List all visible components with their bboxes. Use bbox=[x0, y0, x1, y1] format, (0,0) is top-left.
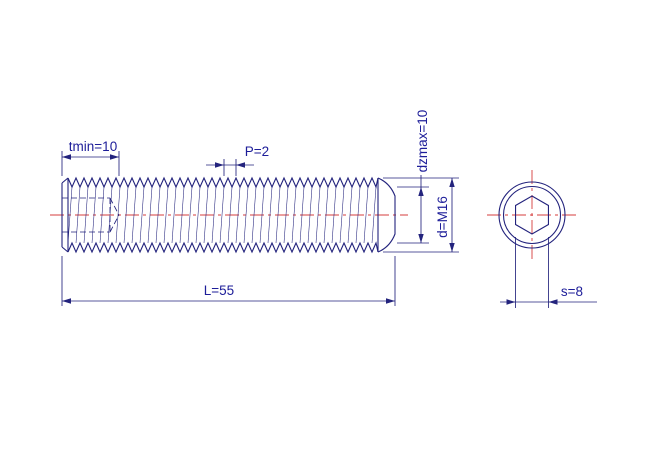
thread-flank-line bbox=[283, 186, 289, 244]
thread-flank-line bbox=[131, 186, 137, 244]
dimension-labels: tmin=10 P=2 dzmax=10 d=M16 L=55 s=8 bbox=[69, 110, 583, 299]
thread-flank-line bbox=[171, 186, 177, 244]
thread-flank-line bbox=[291, 186, 297, 244]
thread-flank-line bbox=[203, 186, 209, 244]
thread-flank-line bbox=[307, 186, 313, 244]
dim-label-tmin: tmin=10 bbox=[69, 139, 117, 154]
centerlines bbox=[50, 170, 577, 260]
thread-flank-line bbox=[123, 186, 129, 244]
left-chamfer bbox=[61, 177, 69, 253]
thread-flank-line bbox=[179, 186, 185, 244]
dimension-lines bbox=[61, 151, 597, 308]
dimension-arrow bbox=[418, 234, 424, 243]
thread-flank-line bbox=[267, 186, 273, 244]
thread-flank-line bbox=[275, 186, 281, 244]
thread-flank-line bbox=[67, 186, 73, 244]
dim-label-pitch: P=2 bbox=[245, 144, 269, 159]
thread-flank-line bbox=[155, 186, 161, 244]
thread-flank-line bbox=[323, 186, 329, 244]
dimension-arrow bbox=[386, 298, 395, 304]
thread-flank-line bbox=[139, 186, 145, 244]
dimension-arrow bbox=[236, 162, 245, 168]
thread-crest-bottom bbox=[67, 241, 379, 254]
thread-flank-line bbox=[115, 186, 121, 244]
dimension-arrow bbox=[506, 299, 516, 305]
dim-label-length: L=55 bbox=[204, 283, 234, 298]
thread-flank-line bbox=[243, 186, 249, 244]
thread-flank-line bbox=[107, 186, 113, 244]
dimension-arrow bbox=[449, 178, 455, 187]
thread-crest-top bbox=[67, 176, 379, 189]
thread-flank-line bbox=[355, 186, 361, 244]
dim-label-d: d=M16 bbox=[435, 196, 450, 238]
thread-flank-line bbox=[259, 186, 265, 244]
thread-flank-line bbox=[315, 186, 321, 244]
thread-flank-line bbox=[299, 186, 305, 244]
thread-flank-line bbox=[211, 186, 217, 244]
thread-flank-line bbox=[347, 186, 353, 244]
thread-flank-line bbox=[251, 186, 257, 244]
thread-flank-line bbox=[227, 186, 233, 244]
end-view-screw bbox=[498, 181, 566, 249]
dimension-arrow bbox=[110, 154, 119, 160]
dim-label-dzmax: dzmax=10 bbox=[415, 110, 430, 173]
dimension-arrow bbox=[62, 154, 71, 160]
thread-flank-line bbox=[163, 186, 169, 244]
chamfer-circle bbox=[502, 185, 562, 245]
hex-socket bbox=[514, 195, 550, 235]
thread-flank-line bbox=[147, 186, 153, 244]
hidden-socket-lines bbox=[62, 197, 120, 233]
dimension-arrow bbox=[418, 187, 424, 196]
dimension-arrow bbox=[548, 299, 558, 305]
socket-hidden-lines bbox=[62, 197, 120, 233]
side-view-screw bbox=[61, 176, 396, 254]
dimension-arrow bbox=[215, 162, 224, 168]
thread-flank-line bbox=[83, 186, 89, 244]
dimension-arrow bbox=[449, 243, 455, 252]
thread-flank-line bbox=[371, 186, 377, 244]
right-end-chamfer bbox=[377, 177, 396, 253]
dim-label-s: s=8 bbox=[561, 284, 583, 299]
thread-flank-line bbox=[187, 186, 193, 244]
thread-flank-line bbox=[99, 186, 105, 244]
dimension-arrow bbox=[62, 298, 71, 304]
outer-diameter-circle bbox=[498, 181, 566, 249]
thread-flank-line bbox=[363, 186, 369, 244]
thread-flank-line bbox=[235, 186, 241, 244]
thread-flank-line bbox=[75, 186, 81, 244]
thread-flank-line bbox=[339, 186, 345, 244]
thread-flank-line bbox=[195, 186, 201, 244]
thread-flank-line bbox=[91, 186, 97, 244]
thread-flank-line bbox=[219, 186, 225, 244]
thread-flank-line bbox=[331, 186, 337, 244]
